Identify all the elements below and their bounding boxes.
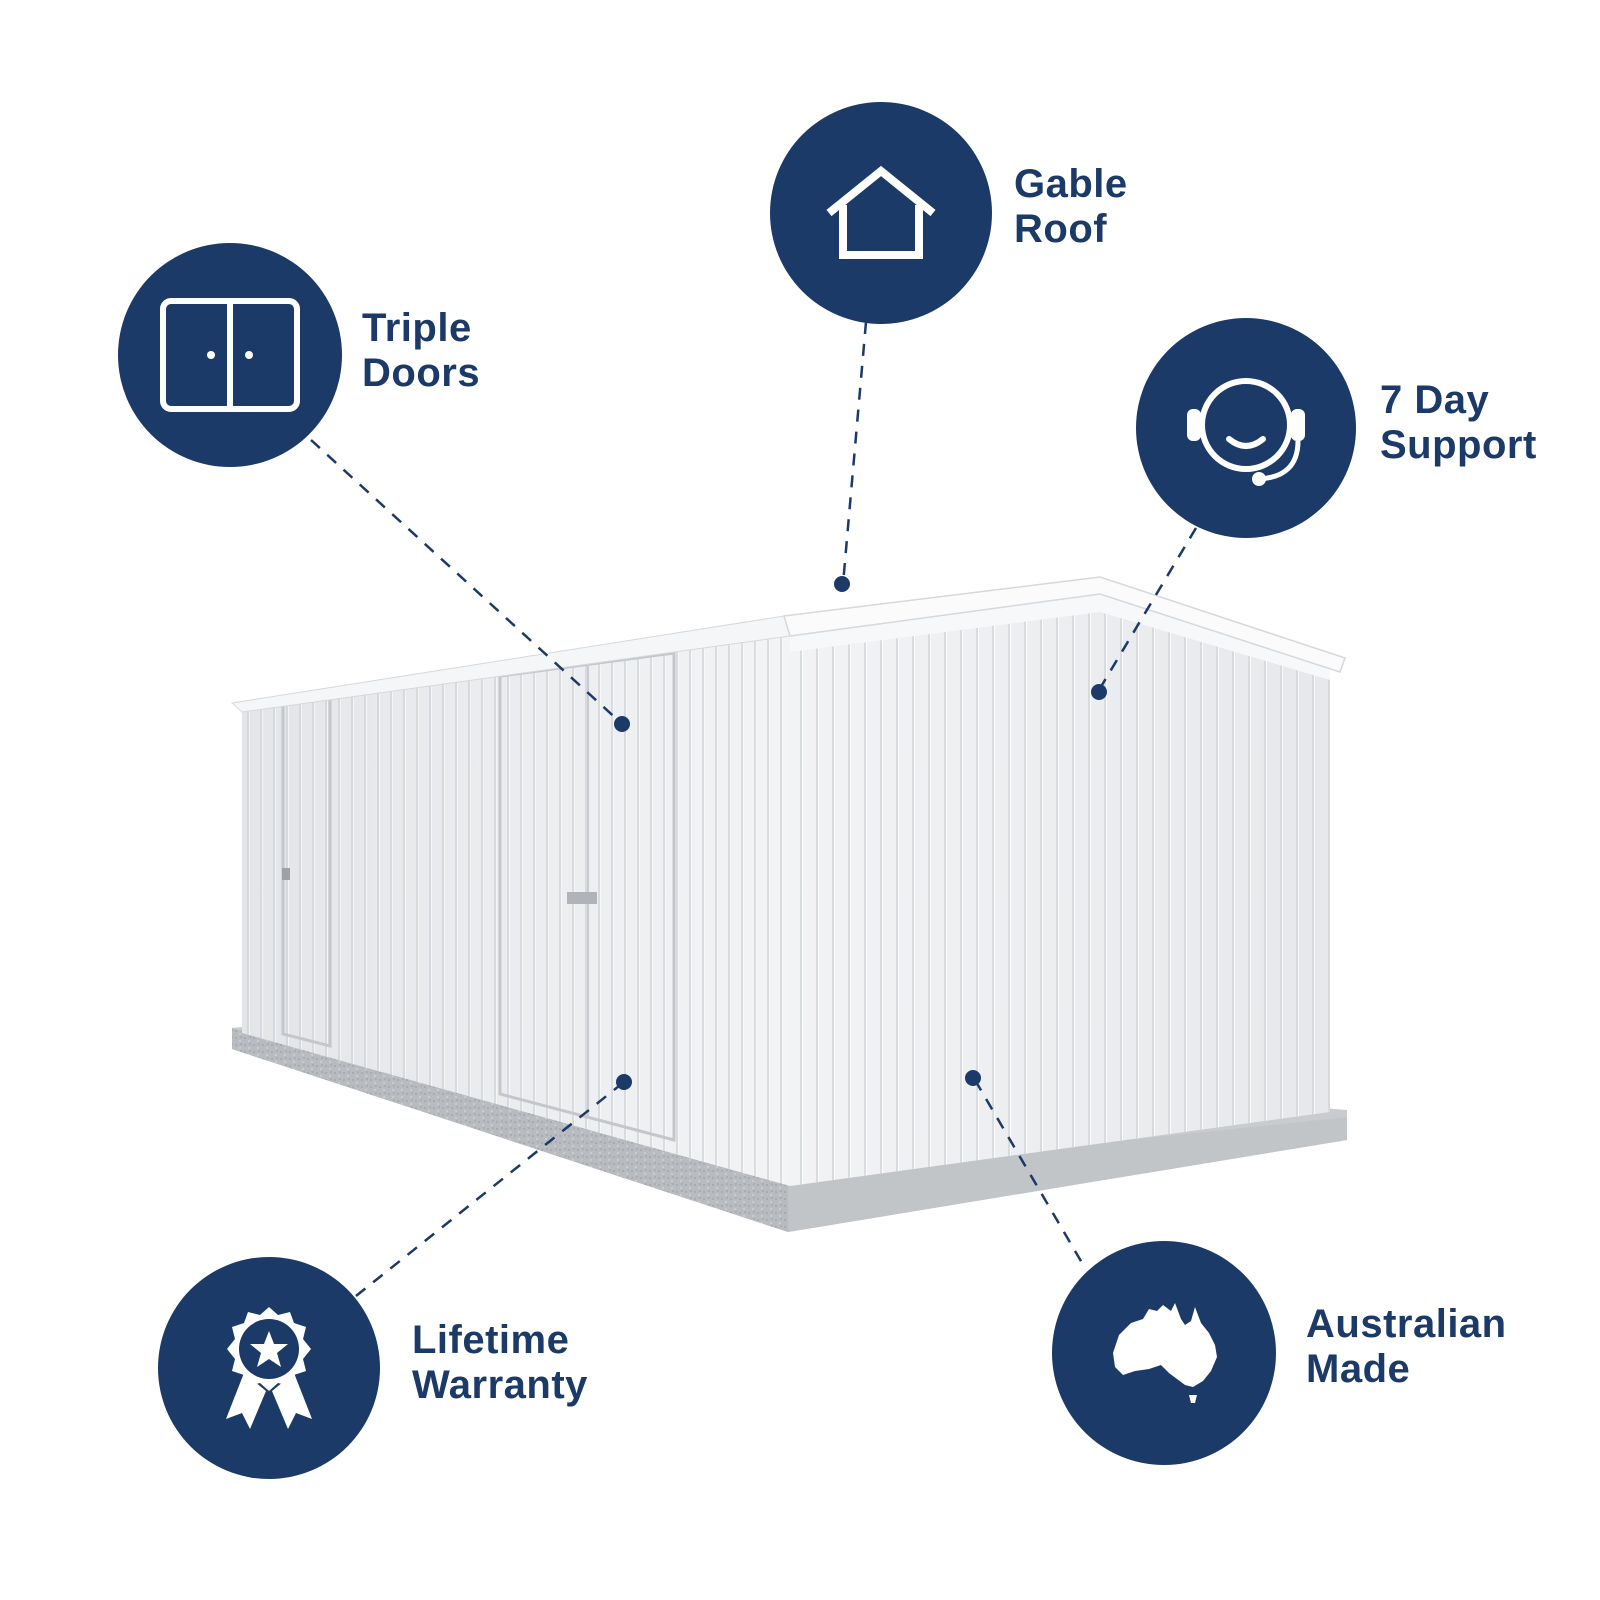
warranty-line2: Warranty <box>412 1363 588 1407</box>
triple-doors-label: Triple Doors <box>362 306 480 396</box>
connector-triple-doors <box>310 439 621 723</box>
dot-support <box>1091 684 1107 700</box>
support-line2: Support <box>1380 423 1537 467</box>
shed-roof <box>230 576 1346 713</box>
gable-roof-line2: Roof <box>1014 207 1108 251</box>
warranty-line1: Lifetime <box>412 1318 570 1362</box>
australia-map-icon <box>1113 1303 1217 1403</box>
triple-doors-line1: Triple <box>362 306 472 350</box>
australian-made-label: Australian Made <box>1306 1302 1507 1392</box>
award-ribbon-icon <box>226 1307 312 1429</box>
support-label: 7 Day Support <box>1380 378 1537 468</box>
dot-gable-roof <box>834 576 850 592</box>
shed-gable-wall <box>790 595 1330 1186</box>
connector-support <box>1097 527 1198 691</box>
triple-doors-badge <box>118 243 342 467</box>
support-line1: 7 Day <box>1380 378 1490 422</box>
connector-gable-roof <box>841 321 868 585</box>
dot-warranty <box>616 1074 632 1090</box>
shed-side-wall <box>242 636 790 1186</box>
warranty-badge <box>158 1257 380 1479</box>
warranty-label: Lifetime Warranty <box>412 1318 588 1408</box>
house-icon <box>826 165 936 259</box>
headset-icon <box>1187 378 1305 486</box>
gable-roof-label: Gable Roof <box>1014 162 1128 252</box>
gable-roof-badge <box>770 102 992 324</box>
australian-made-line1: Australian <box>1306 1302 1507 1346</box>
gable-roof-line1: Gable <box>1014 162 1128 206</box>
triple-doors-line2: Doors <box>362 351 481 395</box>
connector-lines <box>310 321 1198 1297</box>
dot-australian-made <box>965 1070 981 1086</box>
australian-made-badge <box>1052 1241 1276 1465</box>
dot-triple-doors <box>614 716 630 732</box>
connector-dots <box>614 576 1107 1090</box>
connector-australian-made <box>973 1079 1087 1269</box>
support-badge <box>1136 318 1356 538</box>
double-door-icon <box>160 298 300 412</box>
australian-made-line2: Made <box>1306 1347 1411 1391</box>
